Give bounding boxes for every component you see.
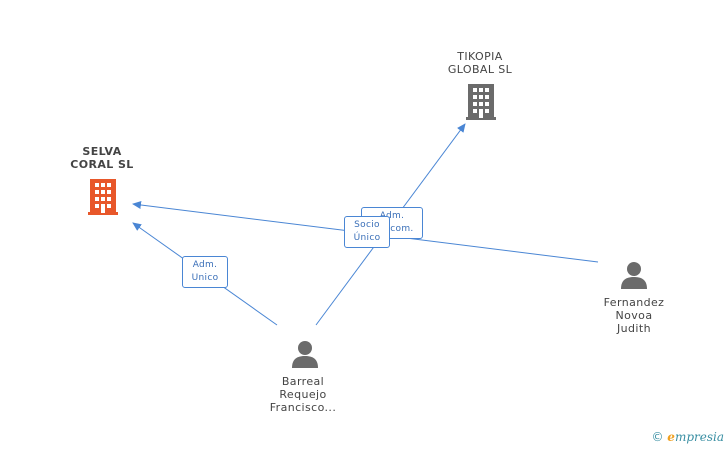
person-icon[interactable] — [290, 339, 320, 369]
person-label-barreal[interactable]: Barreal Requejo Francisco... — [253, 375, 353, 414]
person-name-line3: Judith — [617, 322, 651, 335]
person-icon[interactable] — [619, 260, 649, 290]
company-name-line1: SELVA — [82, 145, 122, 158]
copyright-symbol: © — [651, 430, 664, 444]
building-icon[interactable] — [466, 84, 496, 120]
company-label-selva[interactable]: SELVA CORAL SL — [52, 145, 152, 171]
brand-footer[interactable]: © empresia — [651, 430, 724, 444]
person-name-line3: Francisco... — [269, 401, 337, 414]
company-name-line2: GLOBAL SL — [447, 63, 513, 76]
company-label-tikopia[interactable]: TIKOPIA GLOBAL SL — [430, 50, 530, 76]
company-name-line1: TIKOPIA — [457, 50, 503, 63]
person-name-line2: Requejo — [279, 388, 327, 401]
person-name-line2: Novoa — [615, 309, 653, 322]
edge-label-barreal-selva[interactable]: Adm. Unico — [182, 256, 228, 288]
person-label-fernandez[interactable]: Fernandez Novoa Judith — [584, 296, 684, 335]
edge-label-barreal-tikopia[interactable]: Socio Único — [344, 216, 390, 248]
company-name-line2: CORAL SL — [70, 158, 134, 171]
building-icon[interactable] — [88, 179, 118, 215]
person-name-line1: Barreal — [281, 375, 325, 388]
person-name-line1: Fernandez — [603, 296, 665, 309]
brand-logo: empresia — [667, 430, 724, 444]
